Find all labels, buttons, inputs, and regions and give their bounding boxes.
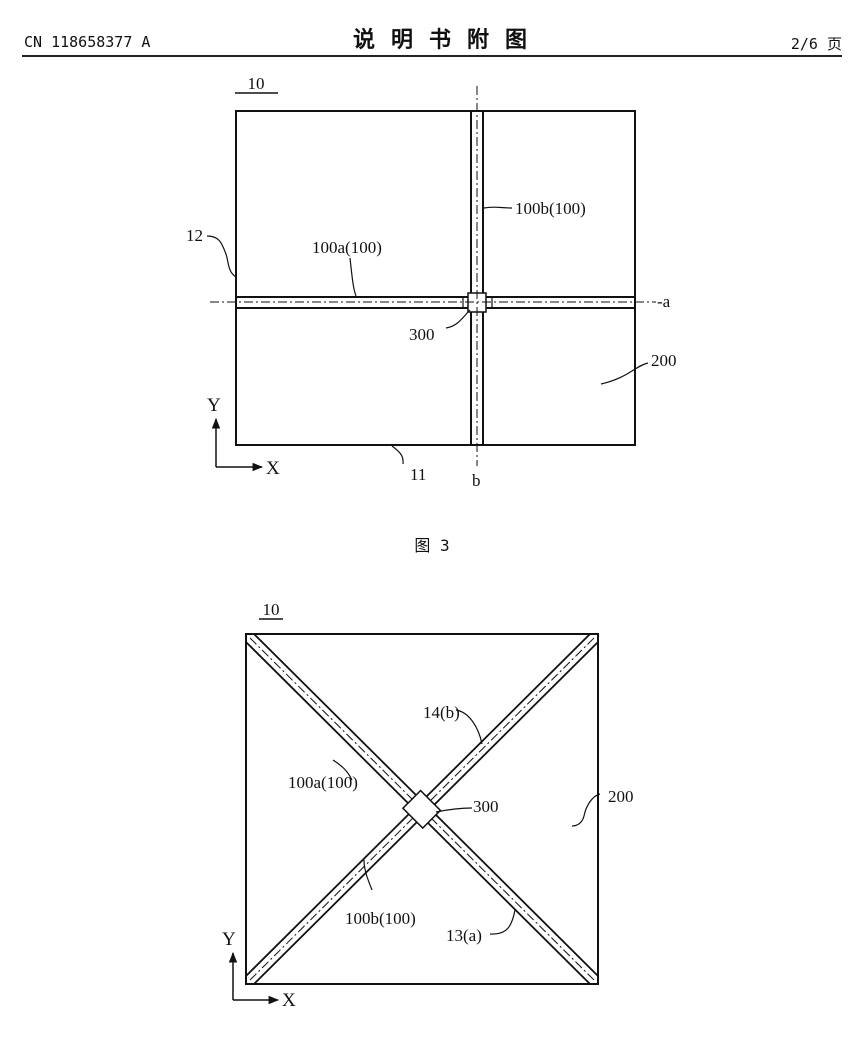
fig3-label-300: 300 bbox=[409, 325, 435, 344]
header-rule bbox=[22, 55, 842, 57]
fig4-label-300: 300 bbox=[473, 797, 499, 816]
fig3-label-100a: 100a(100) bbox=[312, 238, 382, 257]
page-title: 说明书附图 bbox=[352, 28, 543, 53]
fig4-label-13a: 13(a) bbox=[446, 926, 482, 945]
fig3-label-11: 11 bbox=[410, 465, 426, 484]
fig4-label-200: 200 bbox=[608, 787, 634, 806]
fig4-label-14b: 14(b) bbox=[423, 703, 460, 722]
fig3-label-100b: 100b(100) bbox=[515, 199, 586, 218]
fig4-label-100b: 100b(100) bbox=[345, 909, 416, 928]
fig4-label-10: 10 bbox=[263, 600, 280, 619]
figure-3 bbox=[206, 86, 656, 472]
fig4-panel-outline bbox=[245, 633, 599, 985]
fig3-axis-x-label: X bbox=[266, 458, 280, 479]
fig3-label-200: 200 bbox=[651, 351, 677, 370]
fig3-label-axis-b: b bbox=[472, 471, 481, 490]
page-number: 2/6 页 bbox=[790, 35, 842, 53]
publication-number: CN 118658377 A bbox=[24, 33, 151, 51]
fig3-axis-y-label: Y bbox=[207, 395, 221, 416]
figure-4 bbox=[228, 633, 601, 1005]
fig3-label-12: 12 bbox=[186, 226, 203, 245]
fig4-label-100a: 100a(100) bbox=[288, 773, 358, 792]
fig4-axis-x-label: X bbox=[282, 990, 296, 1011]
figure-3-caption: 图 3 bbox=[414, 536, 450, 555]
fig4-axis-y-label: Y bbox=[222, 929, 236, 950]
fig4-cross-300 bbox=[401, 789, 442, 830]
fig3-panel-outline bbox=[235, 110, 636, 446]
fig3-label-axis-a: -a bbox=[657, 292, 671, 311]
fig3-label-10: 10 bbox=[248, 74, 265, 93]
